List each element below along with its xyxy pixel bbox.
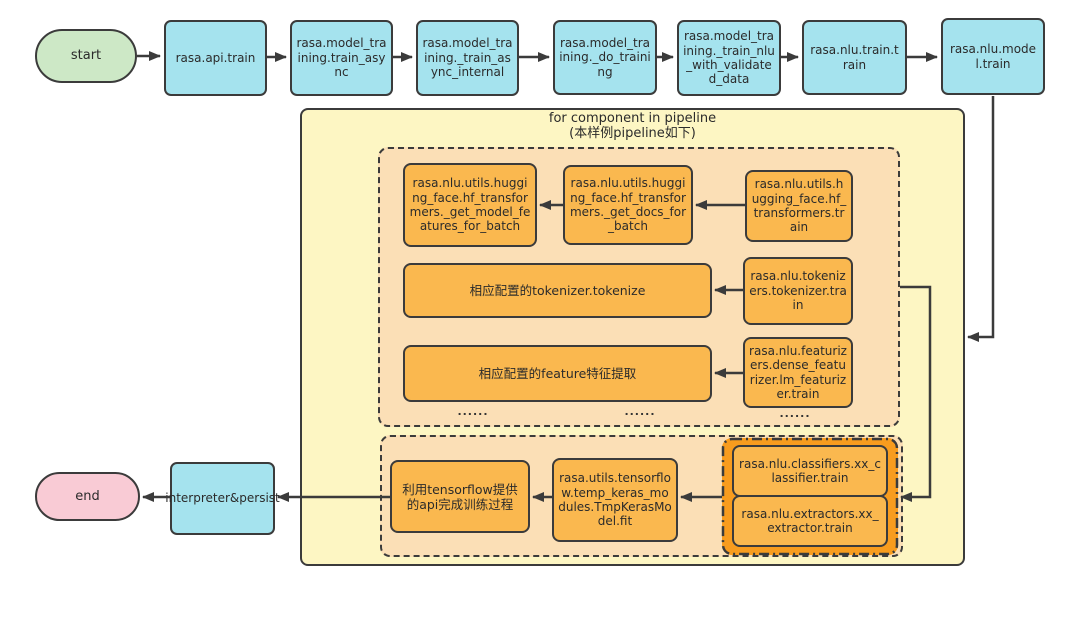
node-label: 相应配置的tokenizer.tokenize <box>469 283 646 298</box>
node-label: rasa.model_training.train_async <box>296 36 387 80</box>
node-label: 相应配置的feature特征提取 <box>478 366 637 381</box>
node-label: rasa.nlu.utils.hugging_face.hf_transform… <box>751 177 847 235</box>
node-interpreter-persist: interpreter&persist <box>165 462 280 535</box>
node-lm-featurizer-train: rasa.nlu.featurizers.dense_featurizer.lm… <box>743 337 853 408</box>
node-label: rasa.utils.tensorflow.temp_keras_modules… <box>558 471 672 529</box>
node-xx-extractor-train: rasa.nlu.extractors.xx_extractor.train <box>732 495 888 547</box>
node-label: rasa.api.train <box>175 50 256 65</box>
node-nlu-model-train: rasa.nlu.model.train <box>941 18 1045 95</box>
ellipsis-left: ...... <box>457 405 489 418</box>
ellipsis-right: ...... <box>779 407 811 420</box>
node-rasa-api-train: rasa.api.train <box>164 20 267 96</box>
ellipsis-mid: ...... <box>624 405 656 418</box>
node-label: rasa.model_training._do_training <box>559 35 651 79</box>
node-tokenizer-tokenize: 相应配置的tokenizer.tokenize <box>403 263 712 318</box>
node-label: rasa.nlu.classifiers.xx_classifier.train <box>739 456 881 485</box>
node-hf-transformers-train: rasa.nlu.utils.hugging_face.hf_transform… <box>745 170 853 242</box>
arrow-model-train-to-loop <box>967 96 995 342</box>
node-label: rasa.nlu.extractors.xx_extractor.train <box>741 506 879 535</box>
node-label: rasa.model_training._train_nlu_with_vali… <box>683 29 775 87</box>
node-label: rasa.nlu.tokenizers.tokenizer.train <box>749 269 847 313</box>
start-label: start <box>70 48 102 64</box>
node-hf-get-docs-for-batch: rasa.nlu.utils.hugging_face.hf_transform… <box>563 165 693 245</box>
node-xx-classifier-train: rasa.nlu.classifiers.xx_classifier.train <box>732 445 888 497</box>
node-label: rasa.nlu.featurizers.dense_featurizer.lm… <box>749 343 847 401</box>
node-label: rasa.nlu.model.train <box>949 42 1037 71</box>
node-label: rasa.nlu.train.train <box>810 43 899 72</box>
node-train-async-internal: rasa.model_training._train_async_interna… <box>416 20 519 96</box>
node-nlu-train-train: rasa.nlu.train.train <box>802 20 907 95</box>
node-label: 利用tensorflow提供的api完成训练过程 <box>402 481 518 512</box>
end-node: end <box>35 472 140 521</box>
end-label: end <box>75 488 100 504</box>
node-label: rasa.nlu.utils.hugging_face.hf_transform… <box>409 176 531 234</box>
node-hf-get-model-features: rasa.nlu.utils.hugging_face.hf_transform… <box>403 163 537 247</box>
pipeline-loop-title: for component in pipeline (本样例pipeline如下… <box>300 111 965 142</box>
node-tensorflow-api-train: 利用tensorflow提供的api完成训练过程 <box>390 460 530 533</box>
node-label: rasa.nlu.utils.hugging_face.hf_transform… <box>569 176 687 234</box>
loop-title-line1: for component in pipeline <box>548 111 717 126</box>
node-tokenizer-train: rasa.nlu.tokenizers.tokenizer.train <box>743 257 853 325</box>
node-train-nlu-with-validated-data: rasa.model_training._train_nlu_with_vali… <box>677 20 781 96</box>
loop-title-line2: (本样例pipeline如下) <box>569 125 696 141</box>
start-node: start <box>35 29 137 83</box>
node-label: rasa.model_training._train_async_interna… <box>422 36 513 80</box>
node-feature-extract: 相应配置的feature特征提取 <box>403 345 712 402</box>
node-train-async: rasa.model_training.train_async <box>290 20 393 96</box>
node-do-training: rasa.model_training._do_training <box>553 20 657 95</box>
node-tmpkerasmodel-fit: rasa.utils.tensorflow.temp_keras_modules… <box>552 458 678 542</box>
node-label: interpreter&persist <box>165 491 280 506</box>
